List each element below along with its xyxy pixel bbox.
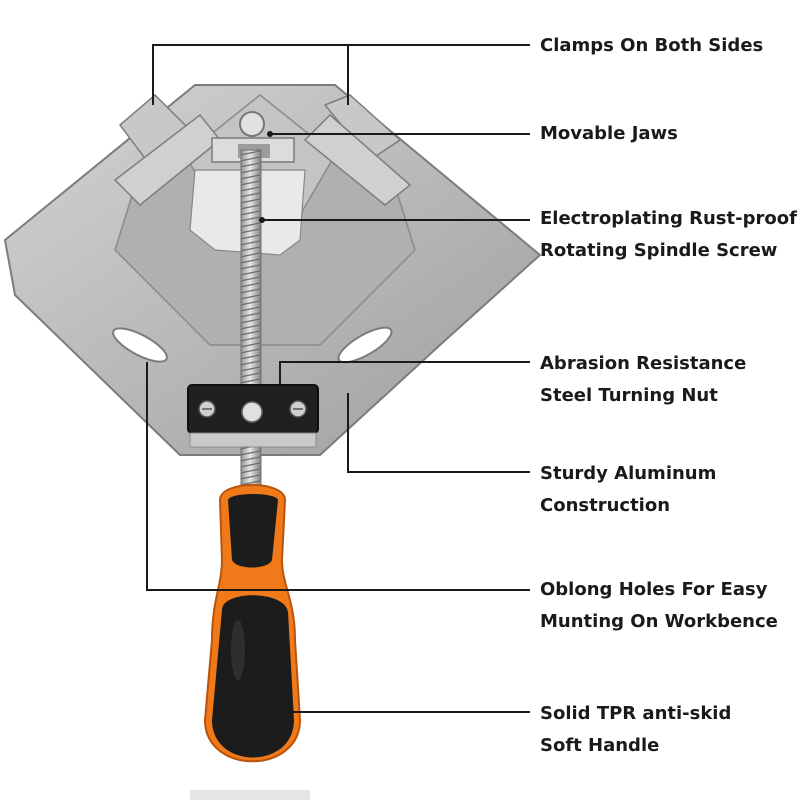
callout-line: Electroplating Rust-proof — [540, 208, 797, 229]
callout-turning-nut: Abrasion Resistance Steel Turning Nut — [540, 348, 746, 412]
callout-line: Steel Turning Nut — [540, 385, 718, 406]
right-clamp-jaw — [303, 94, 412, 206]
callout-line: Movable Jaws — [540, 123, 678, 144]
callout-movable-jaws: Movable Jaws — [540, 118, 678, 150]
left-clamp-jaw — [113, 93, 222, 207]
leader-line-nut — [279, 361, 530, 385]
soft-handle — [190, 484, 310, 800]
leader-lines — [146, 44, 530, 713]
leader-line-holes — [146, 362, 530, 591]
callout-spindle-screw: Electroplating Rust-proof Rotating Spind… — [540, 203, 797, 267]
callout-line: Oblong Holes For Easy — [540, 579, 768, 600]
callout-line: Abrasion Resistance — [540, 353, 747, 374]
callout-line: Munting On Workbence — [540, 611, 778, 632]
callout-line: Clamps On Both Sides — [540, 35, 764, 56]
callout-aluminum-construction: Sturdy Aluminum Construction — [540, 458, 716, 522]
turning-nut — [187, 384, 319, 448]
leader-line-clamps — [152, 44, 530, 105]
callout-line: Sturdy Aluminum — [540, 463, 717, 484]
oblong-holes — [112, 326, 393, 364]
callout-line: Rotating Spindle Screw — [540, 240, 778, 261]
leader-dots — [255, 131, 273, 715]
callout-clamps-on-both-sides: Clamps On Both Sides — [540, 30, 763, 62]
callout-oblong-holes: Oblong Holes For Easy Munting On Workben… — [540, 574, 778, 638]
callout-line: Solid TPR anti-skid — [540, 703, 732, 724]
callout-soft-handle: Solid TPR anti-skid Soft Handle — [540, 698, 731, 762]
callout-line: Soft Handle — [540, 735, 660, 756]
leader-line-aluminum — [347, 393, 530, 473]
callout-line: Construction — [540, 495, 671, 516]
